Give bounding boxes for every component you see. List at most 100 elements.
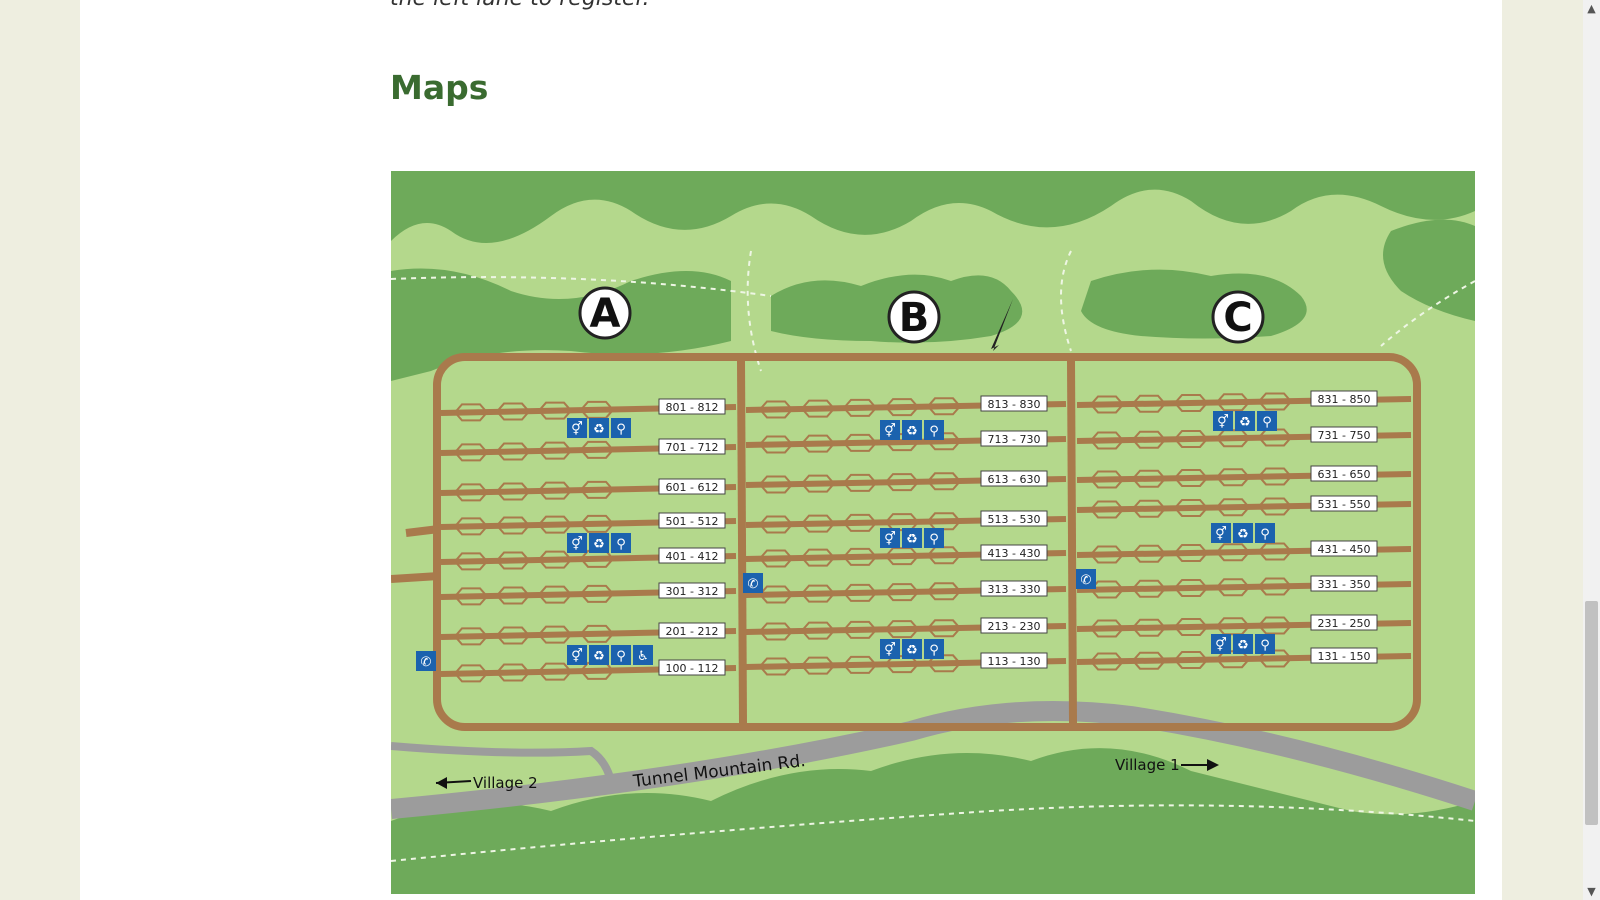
site-range-label: 301 - 312	[658, 582, 726, 599]
svg-text:⚥: ⚥	[1215, 637, 1227, 653]
map-divider-a-b	[737, 360, 747, 724]
campsite-pad	[800, 548, 836, 567]
svg-text:⚥: ⚥	[571, 536, 583, 552]
site-range-label: 731 - 750	[1310, 426, 1378, 443]
svg-text:⚲: ⚲	[929, 424, 939, 439]
campsite-pad	[758, 515, 794, 534]
north-arrow-icon	[991, 299, 1013, 351]
campsite-pad	[579, 480, 615, 499]
site-range-text: 613 - 630	[988, 473, 1041, 486]
site-range-text: 201 - 212	[666, 625, 719, 638]
campsite-pad	[1173, 393, 1209, 412]
campsite-pad	[1215, 578, 1251, 597]
campsite-pad	[453, 587, 489, 606]
site-range-box	[1310, 390, 1378, 407]
campsite-pad	[758, 549, 794, 568]
site-range-box	[980, 617, 1048, 634]
site-range-text: 501 - 512	[666, 515, 719, 528]
map-forest-far-right	[1383, 219, 1475, 321]
svg-text:♻: ♻	[593, 649, 605, 664]
vertical-scrollbar[interactable]: ▲ ▼	[1583, 0, 1600, 900]
village-1-pointer: Village 1	[1115, 756, 1219, 774]
campsite-pad	[1131, 618, 1167, 637]
site-range-text: 413 - 430	[988, 547, 1041, 560]
recycle-icon: ♻	[1233, 634, 1253, 654]
site-range-text: 531 - 550	[1318, 498, 1371, 511]
site-range-text: 831 - 850	[1318, 393, 1371, 406]
map-trail-1	[746, 250, 762, 372]
campsite-pad	[1131, 579, 1167, 598]
site-range-label: 231 - 250	[1310, 614, 1378, 631]
site-range-box	[658, 547, 726, 564]
site-range-label: 613 - 630	[980, 470, 1048, 487]
campsite-pad	[453, 517, 489, 536]
campsite-pad	[1257, 392, 1293, 411]
site-range-label: 100 - 112	[658, 659, 726, 676]
map-entry-road-2	[391, 572, 440, 583]
arrow-left-icon	[436, 777, 447, 789]
campsite-pad	[758, 585, 794, 604]
shower-icon: ⚲	[1257, 411, 1277, 431]
scroll-down-arrow-icon[interactable]: ▼	[1587, 885, 1596, 898]
site-range-text: 100 - 112	[666, 662, 719, 675]
campsite-pad	[1257, 497, 1293, 516]
campsite-pad	[842, 547, 878, 566]
section-heading-maps: Maps	[390, 68, 489, 107]
svg-text:⚥: ⚥	[1215, 526, 1227, 542]
campsite-pad	[579, 661, 615, 680]
campsite-pad	[842, 513, 878, 532]
campsite-pad	[884, 398, 920, 417]
site-range-label: 531 - 550	[1310, 495, 1378, 512]
campsite-pad	[926, 582, 962, 601]
campsite-pad	[800, 434, 836, 453]
shower-icon: ⚲	[611, 418, 631, 438]
site-range-label: 813 - 830	[980, 395, 1048, 412]
site-range-text: 113 - 130	[988, 655, 1041, 668]
site-range-text: 701 - 712	[666, 441, 719, 454]
campsite-pad	[1215, 393, 1251, 412]
campsite-pad	[1089, 431, 1125, 450]
site-range-box	[1310, 647, 1378, 664]
campsite-pad	[579, 400, 615, 419]
scroll-up-arrow-icon[interactable]: ▲	[1587, 2, 1596, 15]
campsite-pad	[800, 621, 836, 640]
washroom-icon: ⚥	[1213, 411, 1233, 431]
svg-text:✆: ✆	[1081, 573, 1092, 588]
scrollbar-thumb[interactable]	[1585, 601, 1598, 825]
campsite-pad	[758, 435, 794, 454]
phone-icon: ✆	[743, 573, 763, 593]
site-range-text: 131 - 150	[1318, 650, 1371, 663]
washroom-icon: ⚥	[567, 418, 587, 438]
site-range-box	[658, 398, 726, 415]
site-range-box	[980, 470, 1048, 487]
campsite-pad	[758, 400, 794, 419]
campsite-pad	[1131, 469, 1167, 488]
svg-text:♻: ♻	[1237, 527, 1249, 542]
site-range-text: 713 - 730	[988, 433, 1041, 446]
campsite-pad	[758, 475, 794, 494]
campsite-pad	[842, 583, 878, 602]
svg-text:♻: ♻	[906, 424, 918, 439]
campsite-pad	[537, 441, 573, 460]
campsite-pad	[579, 624, 615, 643]
campsite-pad	[1131, 394, 1167, 413]
washroom-icon: ⚥	[1211, 634, 1231, 654]
campsite-pad	[1089, 619, 1125, 638]
campsite-pad	[1257, 467, 1293, 486]
amenity-icon-group: ⚥♻⚲⚥♻⚲⚥♻⚲♿⚥♻⚲⚥♻⚲⚥♻⚲⚥♻⚲⚥♻⚲⚥♻⚲	[567, 411, 1277, 665]
site-range-box	[658, 478, 726, 495]
svg-text:⚲: ⚲	[616, 649, 626, 664]
campsite-pad	[842, 655, 878, 674]
map-trail-4	[391, 276, 772, 297]
svg-text:⚥: ⚥	[884, 531, 896, 547]
campsite-pad	[1089, 580, 1125, 599]
campsite-pad	[1257, 616, 1293, 635]
phone-icon: ✆	[1076, 569, 1096, 589]
site-range-box	[1310, 465, 1378, 482]
campsite-pad	[453, 483, 489, 502]
campsite-pad	[579, 584, 615, 603]
site-range-label: 501 - 512	[658, 512, 726, 529]
campsite-pad	[884, 547, 920, 566]
washroom-icon: ⚥	[567, 533, 587, 553]
